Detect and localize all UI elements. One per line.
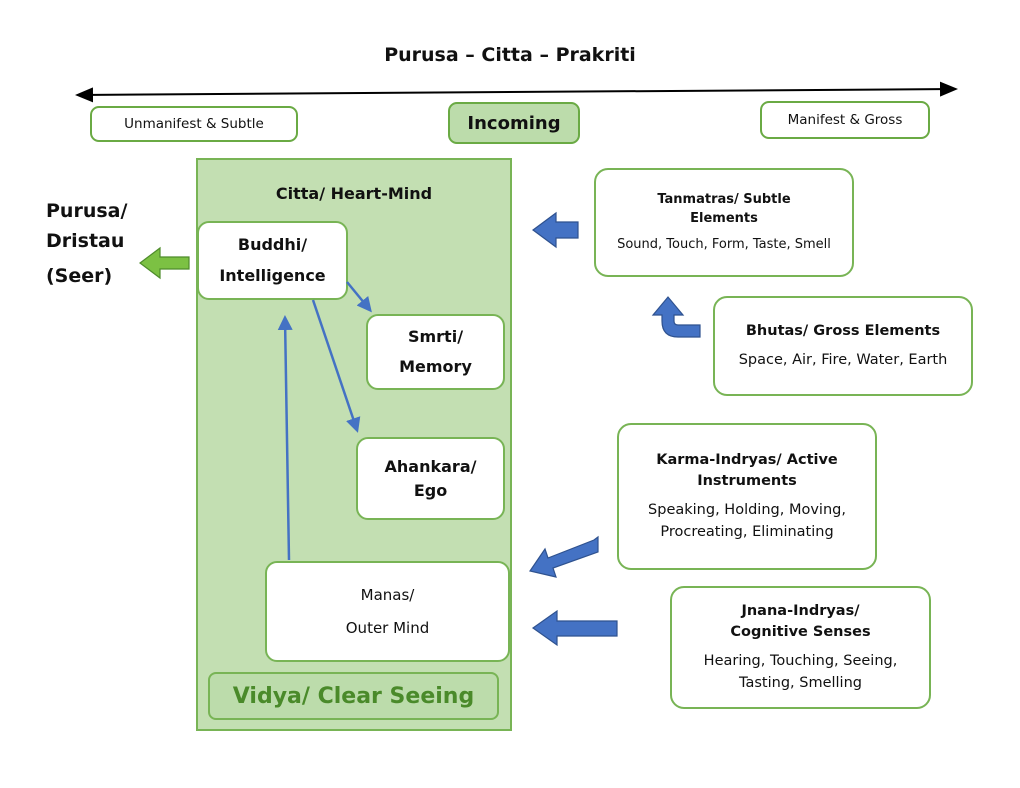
smrti-line-1: Smrti/: [407, 326, 464, 346]
seer-line-3: (Seer): [46, 264, 113, 287]
jnana-indryas-incoming-arrow: [531, 609, 618, 647]
karma-indryas-incoming-arrow: [529, 535, 599, 578]
jnana-indryas-box: Jnana-Indryas/ Cognitive Senses Hearing,…: [670, 586, 931, 709]
ahankara-line-1: Ahankara/: [384, 457, 477, 477]
buddhi-line-1: Buddhi/: [237, 235, 308, 255]
citta-label: Citta/ Heart-Mind: [275, 184, 433, 203]
ahankara-line-2: Ego: [413, 480, 448, 500]
incoming-label: Incoming: [448, 102, 580, 144]
tanmatras-incoming-arrow: [531, 211, 579, 249]
karma-indryas-title: Karma-Indryas/ Active Instruments: [656, 451, 838, 489]
karma-indryas-items: Speaking, Holding, Moving, Procreating, …: [648, 501, 846, 540]
bhutas-box: Bhutas/ Gross Elements Space, Air, Fire,…: [713, 296, 973, 396]
vidya-label: Vidya/ Clear Seeing: [208, 672, 499, 720]
buddhi-line-2: Intelligence: [219, 265, 326, 285]
seer-line-2: Dristau: [46, 230, 125, 253]
karma-indryas-box: Karma-Indryas/ Active Instruments Speaki…: [617, 423, 877, 570]
smrti-node: Smrti/ Memory: [366, 314, 505, 390]
tanmatras-items: Sound, Touch, Form, Taste, Smell: [617, 236, 831, 252]
manas-line-1: Manas/: [360, 585, 415, 604]
buddhi-to-smrti-arrow: [346, 281, 372, 313]
manifest-label: Manifest & Gross: [760, 101, 930, 139]
jnana-indryas-title: Jnana-Indryas/ Cognitive Senses: [730, 602, 871, 640]
bhutas-upward-arrow: [651, 296, 701, 338]
manas-to-buddhi-arrow: [277, 315, 293, 561]
unmanifest-label: Unmanifest & Subtle: [90, 106, 298, 142]
diagram-title: Purusa – Citta – Prakriti: [384, 44, 636, 66]
seer-label: Purusa/ Dristau (Seer): [46, 196, 196, 291]
buddhi-to-ahankara-arrow: [311, 299, 361, 433]
smrti-line-2: Memory: [399, 357, 472, 376]
tanmatras-box: Tanmatras/ Subtle Elements Sound, Touch,…: [594, 168, 854, 277]
manas-line-2: Outer Mind: [345, 618, 430, 637]
buddhi-node: Buddhi/ Intelligence: [197, 221, 348, 300]
jnana-indryas-items: Hearing, Touching, Seeing, Tasting, Smel…: [703, 652, 898, 691]
tanmatras-title: Tanmatras/ Subtle Elements: [657, 191, 791, 226]
manifestation-scale-arrow: [75, 81, 958, 103]
seer-line-1: Purusa/: [46, 200, 128, 222]
ahankara-node: Ahankara/ Ego: [356, 437, 505, 520]
bhutas-title: Bhutas/ Gross Elements: [745, 322, 941, 339]
bhutas-items: Space, Air, Fire, Water, Earth: [738, 351, 948, 368]
output-to-seer-arrow: [139, 246, 190, 280]
manas-node: Manas/ Outer Mind: [265, 561, 510, 662]
